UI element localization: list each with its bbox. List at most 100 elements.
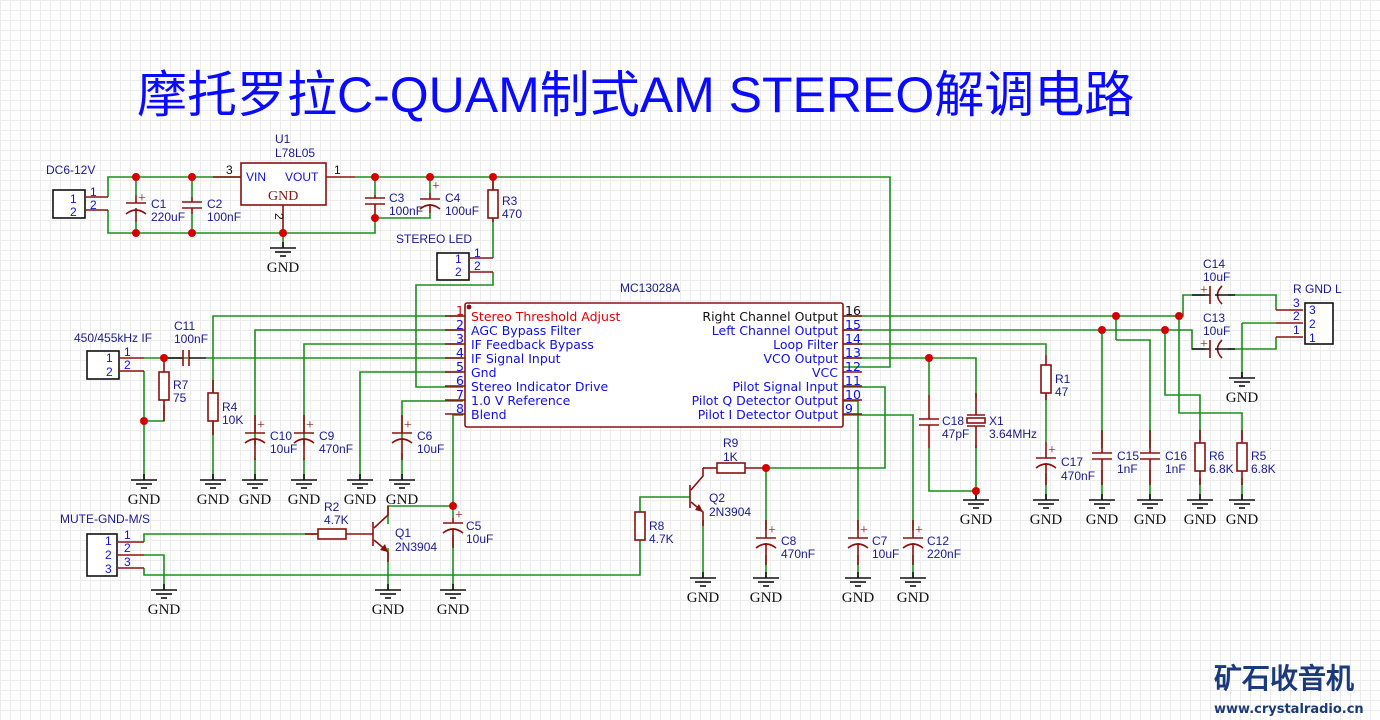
ic-pin-11: 11 Pilot Signal Input: [733, 373, 862, 394]
svg-text:470nF: 470nF: [319, 442, 353, 456]
schematic-title: 摩托罗拉C-QUAM制式AM STEREO解调电路: [137, 67, 1134, 123]
svg-text:MUTE-GND-M/S: MUTE-GND-M/S: [60, 512, 150, 526]
svg-text:+: +: [768, 523, 776, 538]
svg-text:100nF: 100nF: [207, 210, 241, 224]
svg-text:2: 2: [474, 259, 481, 273]
ic-pin-2: 2 AGC Bypass Filter: [445, 317, 582, 338]
pin-name: Gnd: [471, 365, 497, 380]
pin-number: 14: [845, 331, 861, 346]
svg-text:C11: C11: [174, 319, 195, 333]
svg-text:C10: C10: [270, 429, 292, 443]
capacitor-c16: C16 1nF: [1140, 430, 1187, 485]
capacitor-c15: C15 1nF: [1092, 430, 1139, 485]
ground-icon: GND: [372, 584, 404, 618]
svg-text:10K: 10K: [222, 413, 243, 427]
svg-text:450/455kHz IF: 450/455kHz IF: [74, 331, 152, 345]
ground-icon: GND: [1030, 494, 1062, 528]
resistor-r1: R1 47: [1040, 355, 1071, 400]
svg-text:R1: R1: [1055, 372, 1071, 386]
svg-text:+: +: [455, 508, 463, 523]
svg-text:+: +: [306, 418, 314, 433]
resistor-r8: R8 4.7K: [634, 511, 674, 546]
svg-text:1: 1: [334, 163, 341, 177]
wires: [107, 176, 1277, 590]
ground-icon: GND: [386, 474, 418, 508]
svg-text:2: 2: [272, 213, 286, 220]
pin-number: 11: [845, 373, 861, 388]
pin-name: 1.0 V Reference: [471, 393, 571, 408]
svg-text:C7: C7: [872, 534, 888, 548]
svg-text:C1: C1: [151, 197, 167, 211]
junction-dot: [972, 487, 980, 495]
junction-dot: [132, 229, 140, 237]
capacitor-c13: + C13 10uF: [1192, 311, 1235, 359]
ground-label: GND: [1134, 512, 1167, 528]
capacitor-c14: + C14 10uF: [1192, 257, 1235, 305]
svg-text:U1: U1: [275, 132, 291, 146]
ground-icon: GND: [842, 572, 874, 606]
pin-number: 2: [456, 317, 464, 332]
ground-icon: GND: [239, 474, 271, 508]
svg-text:100nF: 100nF: [389, 204, 423, 218]
pin-name: Pilot Signal Input: [733, 379, 839, 394]
pin-name: Pilot Q Detector Output: [692, 393, 839, 408]
svg-text:2N3904: 2N3904: [395, 540, 437, 554]
svg-text:2: 2: [105, 548, 112, 562]
svg-text:1: 1: [90, 185, 97, 199]
pin-number: 13: [845, 345, 861, 360]
ground-label: GND: [960, 512, 993, 528]
svg-text:470nF: 470nF: [781, 547, 815, 561]
crystal-x1: X1 3.64MHz: [966, 393, 1037, 448]
svg-text:10uF: 10uF: [1203, 324, 1230, 338]
svg-text:C3: C3: [389, 191, 405, 205]
logo-url: www.crystalradio.cn: [1214, 702, 1364, 717]
pin-number: 4: [456, 345, 464, 360]
power-connector-label: DC6-12V: [46, 163, 95, 177]
pin-number: 6: [456, 373, 464, 388]
junction-dot: [188, 173, 196, 181]
svg-text:2: 2: [455, 265, 462, 279]
svg-text:1: 1: [70, 192, 77, 206]
resistor-r9: R9 1K: [703, 436, 766, 474]
site-logo: 矿石收音机 www.crystalradio.cn: [1214, 662, 1364, 717]
svg-text:1: 1: [106, 351, 113, 365]
svg-text:C14: C14: [1203, 257, 1225, 271]
svg-text:C9: C9: [319, 429, 335, 443]
svg-text:100nF: 100nF: [174, 332, 208, 346]
svg-text:10uF: 10uF: [872, 547, 899, 561]
capacitor-c10: + C10 10uF: [244, 415, 297, 460]
ground-icon: GND: [750, 572, 782, 606]
svg-text:1K: 1K: [723, 450, 738, 464]
svg-text:R GND L: R GND L: [1293, 282, 1342, 296]
svg-text:470nF: 470nF: [1061, 469, 1095, 483]
pin-name: AGC Bypass Filter: [471, 323, 582, 338]
ic-pin-5: 5 Gnd: [445, 359, 497, 380]
ground-label: GND: [197, 492, 230, 508]
pin-name: Loop Filter: [773, 337, 839, 352]
pin-name: Pilot I Detector Output: [698, 407, 838, 422]
svg-text:2: 2: [106, 365, 113, 379]
capacitor-c2: C2 100nF: [182, 197, 241, 224]
svg-text:220nF: 220nF: [927, 547, 961, 561]
resistor-r3: R3 470: [487, 177, 522, 222]
pin-name: VCO Output: [763, 351, 838, 366]
svg-text:R4: R4: [222, 400, 238, 414]
svg-text:2: 2: [124, 541, 131, 555]
output-connector: R GND L 3 2 1 3 2 1: [1293, 282, 1342, 345]
pin-number: 5: [456, 359, 464, 374]
svg-text:C15: C15: [1117, 449, 1139, 463]
resistor-r6: R6 6.8K: [1194, 430, 1234, 485]
pin-name: Left Channel Output: [712, 323, 838, 338]
svg-text:2N3904: 2N3904: [709, 505, 751, 519]
svg-text:C12: C12: [927, 534, 949, 548]
resistor-r2: R2 4.7K: [305, 500, 373, 540]
pin-name: Blend: [471, 407, 507, 422]
junction-dot: [1098, 326, 1106, 334]
